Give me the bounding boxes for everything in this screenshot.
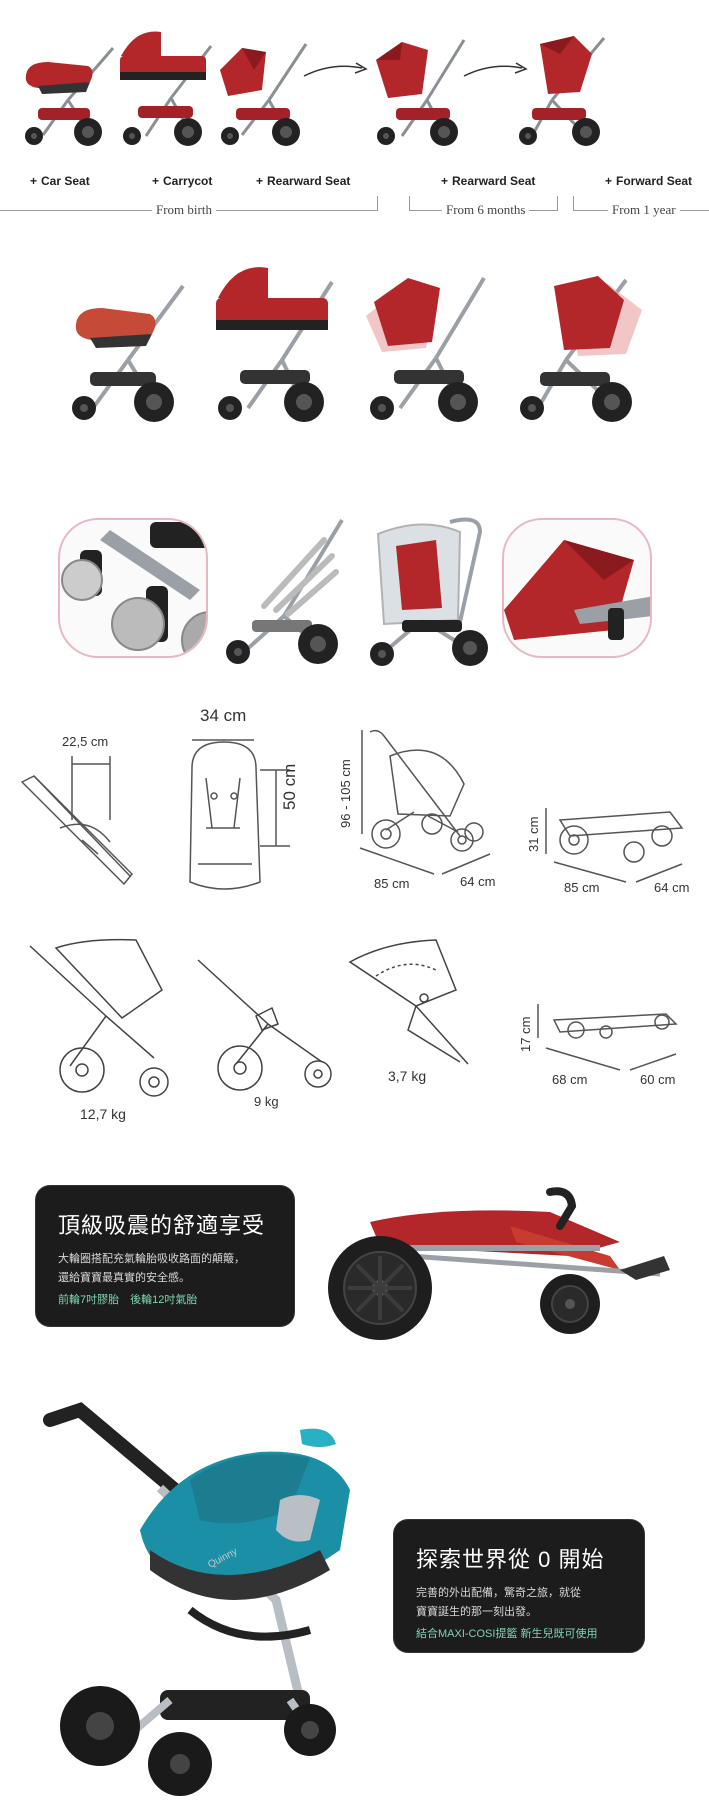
stroller-rearward-seat-image — [220, 43, 308, 146]
age-label-from-birth: From birth — [152, 202, 216, 218]
folded-height-label: 31 cm — [526, 816, 541, 852]
seat-depth-label: 22,5 cm — [62, 734, 109, 749]
stroller-rain-cover-image — [370, 517, 488, 666]
stroller-open-dimension-diagram — [359, 729, 491, 875]
stroller-carrycot-image — [120, 31, 213, 146]
stroller-open-width-label: 64 cm — [460, 874, 496, 889]
stroller-with-maxi-cosi-image: Quinny — [43, 1402, 350, 1796]
suspension-promo-line2: 還給寶寶最真實的安全感。 — [58, 1272, 190, 1284]
stroller-height-label: 96 - 105 cm — [338, 759, 353, 828]
folded-width-label: 64 cm — [654, 880, 690, 895]
mode-label: +Rearward Seat — [441, 174, 536, 188]
arrow-icon — [303, 62, 368, 77]
explore-promo-highlight: 結合MAXI-COSI提籃 新生兒既可使用 — [416, 1628, 598, 1640]
explore-promo-box: 探索世界從 0 開始 完善的外出配備，驚奇之旅，就從 寶寶誕生的那一刻出發。 結… — [394, 1520, 644, 1652]
seat-outline-diagram — [189, 739, 290, 890]
compact-height-label: 17 cm — [518, 1016, 533, 1052]
canopy-detail-image — [502, 518, 652, 658]
folded-length-label: 85 cm — [564, 880, 600, 895]
compact-fold-dimension-diagram — [537, 1004, 678, 1071]
stroller-recline-image — [366, 276, 486, 422]
stroller-rearward-seat-6m-image — [376, 39, 466, 146]
seat-length-label: 50 cm — [280, 763, 299, 810]
explore-promo-line2: 寶寶誕生的那一刻出發。 — [416, 1606, 537, 1618]
suspension-promo-line1: 大輪圈搭配充氣輪胎吸收路面的顛簸， — [58, 1253, 245, 1265]
folded-stroller-wheels-image — [328, 1187, 670, 1340]
suspension-promo-title: 頂級吸震的舒適享受 — [58, 1213, 266, 1238]
explore-promo-line1: 完善的外出配備，驚奇之旅，就從 — [416, 1587, 581, 1599]
mode-label: +Car Seat — [30, 174, 90, 188]
compact-length-label: 68 cm — [552, 1072, 588, 1087]
suspension-promo-box: 頂級吸震的舒適享受 大輪圈搭配充氣輪胎吸收路面的顛簸， 還給寶寶最真實的安全感。… — [36, 1186, 294, 1326]
stroller-height-adjust-image — [226, 518, 344, 664]
mode-label: +Rearward Seat — [256, 174, 351, 188]
age-label-from-6-months: From 6 months — [442, 202, 530, 218]
stroller-open-length-label: 85 cm — [374, 876, 410, 891]
suspension-promo-highlight: 前輪7吋膠胎 後輪12吋氣胎 — [58, 1294, 198, 1306]
full-stroller-weight-label: 12,7 kg — [80, 1106, 126, 1122]
chassis-weight-diagram — [197, 959, 332, 1091]
mode-label: +Forward Seat — [605, 174, 693, 188]
age-bracket-tick — [557, 196, 558, 211]
chassis-weight-label: 9 kg — [254, 1094, 279, 1109]
seat-unit-weight-diagram — [348, 939, 469, 1065]
stroller-car-seat-large-image — [72, 284, 185, 422]
seat-depth-diagram — [20, 756, 134, 886]
wheel-detail-image — [58, 518, 208, 658]
arrow-icon — [463, 62, 528, 77]
age-label-from-1-year: From 1 year — [608, 202, 680, 218]
age-bracket-tick — [409, 196, 410, 211]
seat-unit-weight-label: 3,7 kg — [388, 1068, 427, 1084]
seat-width-label: 34 cm — [200, 706, 247, 725]
stroller-forward-seat-image — [519, 36, 606, 146]
compact-width-label: 60 cm — [640, 1072, 676, 1087]
stroller-carrycot-large-image — [216, 267, 334, 422]
full-stroller-weight-diagram — [29, 938, 169, 1097]
age-bracket-tick — [573, 196, 574, 211]
age-bracket-tick — [377, 196, 378, 211]
stroller-forward-recline-image — [520, 276, 642, 422]
explore-promo-title: 探索世界從 0 開始 — [416, 1547, 605, 1572]
stroller-folded-dimension-diagram — [545, 808, 684, 883]
stroller-car-seat-image — [25, 47, 115, 146]
mode-label: +Carrycot — [152, 174, 213, 188]
